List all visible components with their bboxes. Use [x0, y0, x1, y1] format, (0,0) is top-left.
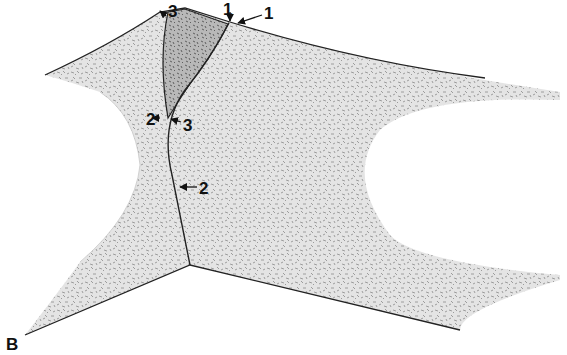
callout-number: 2	[146, 111, 155, 128]
callout-number: 1	[264, 5, 273, 22]
callout-number: 2	[199, 180, 208, 197]
callout-number: 3	[183, 117, 192, 134]
panel-letter: B	[6, 336, 18, 353]
dark-wedge	[163, 9, 228, 118]
callout-number: 1	[223, 1, 232, 18]
tissue-shape	[25, 8, 560, 335]
callout-arrows	[152, 11, 262, 187]
callout-number: 3	[168, 3, 177, 20]
boundary-line	[168, 23, 229, 265]
